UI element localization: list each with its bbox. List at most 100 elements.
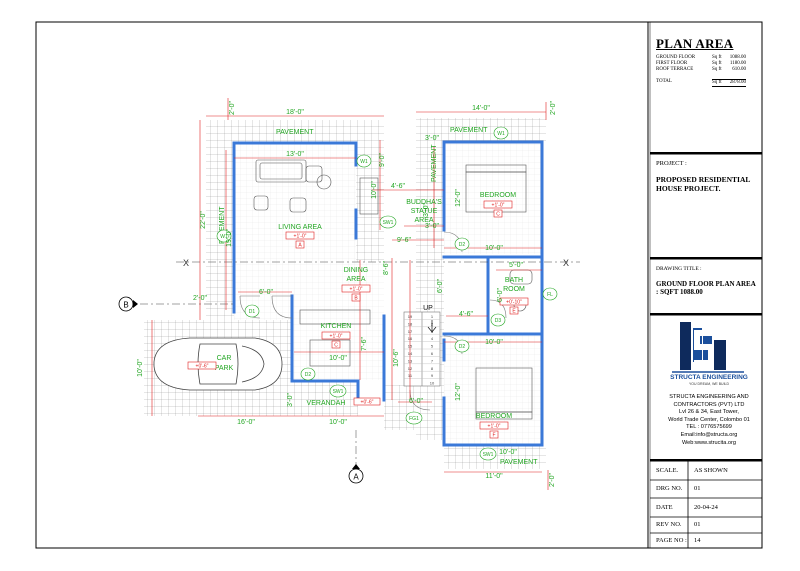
- area-unit: Sq ft: [712, 55, 722, 60]
- dim-text: 10'-0": [485, 245, 503, 252]
- company-line: Lvl 26 & 34, East Tower,: [679, 409, 739, 416]
- dim-text: 19'-0": [226, 229, 233, 247]
- opening-tag: FG1: [409, 416, 419, 422]
- block-rule: [650, 152, 762, 155]
- verandah-floor: [290, 380, 358, 416]
- opening-tag: SW1: [383, 220, 394, 226]
- drawing-title-label: DRAWING TITLE :: [656, 266, 702, 272]
- block-rule: [650, 257, 762, 260]
- grid-marker-b: B: [118, 296, 138, 312]
- room-tag-kitchen: C: [334, 343, 338, 349]
- room-label-bath: BATH: [505, 277, 523, 284]
- dim-text: 3'-0": [423, 203, 430, 217]
- dim-text: 3'-0": [425, 223, 439, 230]
- room-tag-bedroom-1: C: [496, 212, 500, 218]
- page-no-label: PAGE NO :: [656, 537, 687, 544]
- area-total-label: TOTAL: [656, 79, 672, 84]
- date-label: DATE: [656, 504, 673, 511]
- dim-text: 2'-0": [229, 101, 236, 115]
- car-outline: [153, 337, 283, 391]
- room-label-area: AREA: [414, 217, 433, 224]
- company-line: TEL : 0776575699: [686, 424, 732, 431]
- dim-text: 10'-0": [137, 359, 144, 377]
- drg-no-label: DRG NO.: [656, 485, 683, 492]
- room-tag-bedroom-2: F: [492, 433, 495, 439]
- stair-step-number: 5: [431, 344, 434, 349]
- room-label-dining: DINING: [344, 267, 369, 274]
- room-label-car: CAR: [217, 355, 232, 362]
- stair-step-number: 7: [431, 358, 434, 363]
- dim-text: 4'-6": [459, 311, 473, 318]
- dimension-lines: [151, 98, 549, 490]
- room-label-bedroom-1: BEDROOM: [480, 192, 516, 199]
- date-value: 20-04-24: [694, 504, 718, 511]
- plan-area-title: PLAN AREA: [656, 36, 734, 51]
- stair-step-number: 10: [430, 381, 435, 386]
- exterior-walls: [232, 140, 544, 447]
- room-label-buddha: BUDDHA'S: [406, 199, 442, 206]
- rev-no-value: 01: [694, 521, 701, 528]
- stair-up-label: UP: [423, 305, 433, 312]
- company-line: CONTRACTORS (PVT) LTD: [673, 401, 745, 408]
- dim-text: 22'-0": [200, 211, 207, 229]
- room-tag-living: A: [298, 243, 302, 249]
- drawing-title: GROUND FLOOR PLAN AREA : SQFT 1088.00: [656, 280, 756, 296]
- dim-text: 9'-6": [397, 237, 411, 244]
- scale-value: AS SHOWN: [694, 467, 728, 474]
- stair-step-number: 15: [408, 344, 413, 349]
- room-tag-bath: E: [512, 309, 516, 315]
- room-labels: LIVING AREA DINING AREA KITCHEN CAR PARK…: [215, 192, 525, 420]
- dim-text: 6'-0": [437, 279, 444, 293]
- dim-text: 13'-0": [286, 151, 304, 158]
- grid-label-x-left: X: [183, 258, 189, 268]
- stair-arrow-icon: [427, 320, 437, 333]
- grid-marker-a: A: [348, 464, 364, 484]
- stair-step-number: 4: [431, 336, 434, 341]
- dim-text: 7'-6": [361, 337, 368, 351]
- room-label-dining-2: AREA: [346, 276, 365, 283]
- dim-text: 2'-0": [193, 295, 207, 302]
- pavement-label: PAVEMENT: [450, 127, 488, 134]
- stair-step-number: 18: [408, 321, 413, 326]
- dim-text: 10'-0": [371, 181, 378, 199]
- dim-text: 12'-0": [455, 189, 462, 207]
- stair-step-number: 17: [408, 329, 413, 334]
- room-label-living: LIVING AREA: [278, 224, 322, 231]
- drg-no-value: 01: [694, 485, 701, 492]
- opening-tag: D2: [459, 242, 466, 248]
- room-label-verandah: VERANDAH: [307, 400, 346, 407]
- dim-text: 3'-0": [287, 393, 294, 407]
- stair-step-number: 12: [408, 366, 413, 371]
- opening-tag: D2: [459, 344, 466, 350]
- area-value: 610.00: [732, 67, 746, 72]
- stair-step-number: 16: [408, 336, 413, 341]
- room-label-kitchen: KITCHEN: [321, 323, 352, 330]
- dim-text: 6'-0": [497, 288, 504, 302]
- area-total-value: 2878.00: [724, 79, 746, 87]
- dim-text: 16'-0": [237, 419, 255, 426]
- dim-text: 10'-0": [329, 355, 347, 362]
- dim-text: 2'-0": [549, 473, 556, 487]
- grid-label-x-right: X: [563, 258, 569, 268]
- pavement-labels: PAVEMENT PAVEMENT PAVEMENT PAVEMENT PAVE…: [219, 127, 538, 466]
- opening-tag: W1: [360, 159, 368, 165]
- stair-step-number: 14: [408, 351, 413, 356]
- company-line: Web:www.strucita.org: [682, 439, 736, 446]
- area-label: FIRST FLOOR: [656, 61, 688, 66]
- project-name: PROPOSED RESIDENTIAL HOUSE PROJECT.: [656, 175, 750, 193]
- page-no-value: 14: [694, 537, 701, 544]
- area-unit: Sq ft: [712, 61, 722, 66]
- area-label: ROOF TERRACE: [656, 67, 694, 72]
- area-value: 1088.00: [729, 55, 746, 60]
- dim-text: 12'-0": [455, 383, 462, 401]
- opening-tag: W1: [497, 131, 505, 137]
- dim-text: 10'-0": [499, 449, 517, 456]
- pavement-label: PAVEMENT: [219, 206, 226, 244]
- dim-text: 4'-6": [391, 183, 405, 190]
- dim-text: 11'-0": [485, 473, 503, 480]
- level-tags: +1'-0" A +1'-0" B +1'-0" C +0'-6" +0'-6"…: [187, 200, 529, 439]
